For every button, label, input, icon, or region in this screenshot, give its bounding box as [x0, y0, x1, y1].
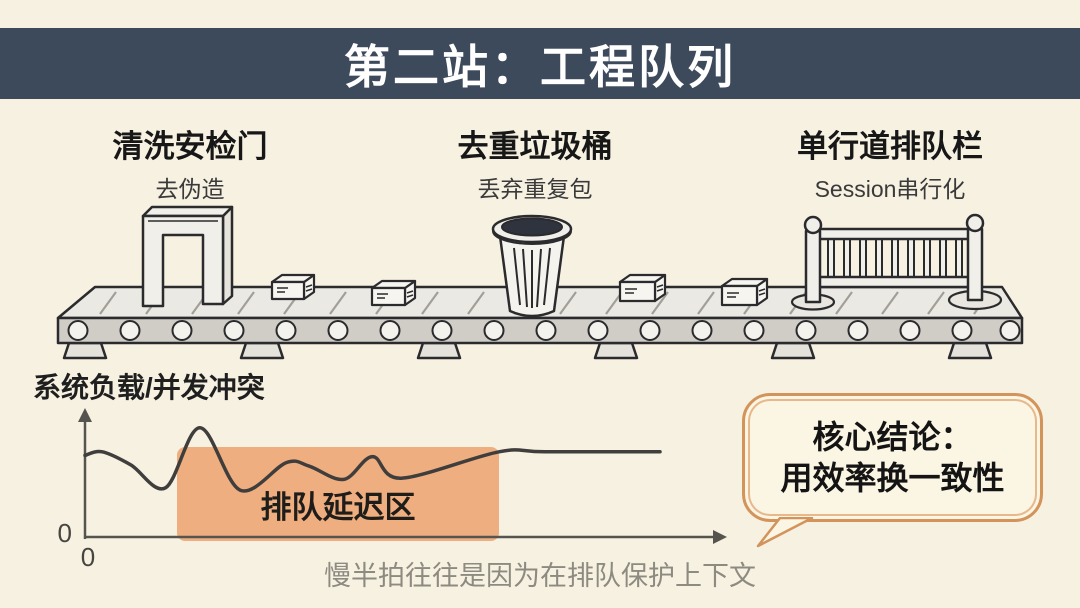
station-title: 单行道排队栏: [797, 129, 983, 164]
station-label-queue-barrier: 单行道排队栏 Session串行化: [765, 129, 1015, 204]
queue-delay-zone: [177, 447, 499, 541]
conveyor-illustration: [56, 205, 1024, 360]
title-banner: 第二站：工程队列: [0, 28, 1080, 99]
chart-y-axis-title: 系统负载/并发冲突: [33, 372, 265, 403]
load-chart: 排队延迟区 0 0: [58, 408, 727, 572]
zone-label: 排队延迟区: [261, 490, 416, 525]
x-origin-label: 0: [81, 542, 95, 572]
station-subtitle: Session串行化: [814, 176, 966, 203]
queue-barrier-icon: [790, 213, 1003, 311]
y-origin-label: 0: [58, 518, 72, 548]
package-box-icon: [720, 277, 769, 307]
load-curve: [83, 426, 662, 493]
speech-bubble-tail-icon: [756, 517, 814, 548]
package-box-icon: [618, 273, 667, 303]
package-box-icon: [370, 279, 417, 307]
package-box-icon: [270, 273, 316, 301]
page-title: 第二站：工程队列: [344, 40, 736, 93]
station-label-security-gate: 清洗安检门 去伪造: [65, 129, 315, 204]
station-title: 清洗安检门: [112, 129, 268, 164]
chart-axes: [78, 408, 727, 544]
station-subtitle: 去伪造: [155, 176, 225, 203]
conclusion-line-1: 核心结论：: [812, 418, 973, 455]
station-subtitle: 丢弃重复包: [477, 176, 593, 203]
station-title: 去重垃圾桶: [457, 129, 613, 164]
bottom-caption: 慢半拍往往是因为在排队保护上下文: [324, 561, 756, 591]
trash-bin-icon: [491, 214, 573, 318]
conclusion-bubble: 核心结论： 用效率换一致性: [742, 393, 1043, 522]
security-gate-icon: [141, 205, 234, 308]
conclusion-line-2: 用效率换一致性: [780, 459, 1005, 496]
station-label-dedup-bin: 去重垃圾桶 丢弃重复包: [410, 129, 660, 204]
